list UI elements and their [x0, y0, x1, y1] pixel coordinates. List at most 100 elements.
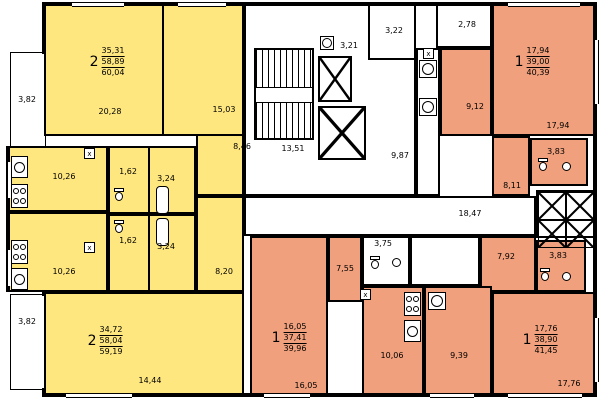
room-label: 9,39	[450, 351, 468, 360]
vent-mark: x	[84, 148, 95, 159]
garbage-chute-icon	[320, 36, 334, 50]
room-count: 2	[87, 333, 97, 349]
toilet-icon	[540, 268, 550, 281]
room-label: 14,44	[138, 376, 162, 385]
washer-icon	[428, 292, 446, 310]
living-area: 17,76	[534, 324, 558, 333]
room-count: 1	[522, 332, 532, 348]
room-label: 3,24	[157, 242, 175, 251]
vent-shaft-block	[536, 190, 596, 248]
vent-cell	[538, 220, 566, 248]
room-label: 15,03	[212, 105, 236, 114]
window	[594, 40, 599, 104]
room-kitchen-top-right	[440, 48, 492, 136]
toilet-icon	[370, 256, 380, 269]
vent-cell	[566, 192, 594, 220]
apartment-stamp-top-left: 2 35,31 58,89 60,04	[90, 46, 125, 78]
window	[66, 393, 132, 398]
wall-left-lower-b	[42, 388, 46, 397]
vent-mark: x	[84, 242, 95, 253]
bath-divider	[148, 216, 150, 290]
room-label: 3,83	[547, 147, 565, 156]
washer-icon	[419, 60, 437, 78]
elevator-x-icon	[320, 58, 350, 100]
area-figures: 17,94 39,00 40,39	[526, 46, 550, 78]
wall-top-right	[416, 2, 597, 6]
elevator-shaft-large	[318, 106, 366, 160]
apartment-stamp-bottom-left: 2 34,72 58,04 59,19	[88, 325, 123, 357]
washbasin-icon	[392, 258, 401, 267]
room-label: 18,47	[458, 209, 482, 218]
area-figures: 16,05 37,41 39,96	[283, 322, 307, 354]
stove-icon	[404, 292, 421, 316]
apartment-stamp-bottom-mid: 1 16,05 37,41 39,96	[272, 322, 307, 354]
reduced-area: 39,96	[283, 343, 307, 353]
total-area: 58,89	[101, 56, 125, 66]
room-bedroom-top-left	[162, 4, 244, 136]
room-label: 17,76	[557, 379, 581, 388]
total-area: 37,41	[283, 332, 307, 342]
room-label: 3,83	[549, 251, 567, 260]
window	[264, 393, 310, 398]
window	[508, 393, 582, 398]
room-hall-bottom-left	[196, 196, 244, 292]
toilet-icon	[538, 158, 548, 171]
room-count: 1	[271, 330, 281, 346]
room-count: 1	[514, 54, 524, 70]
room-label: 3,75	[374, 239, 392, 248]
entry-bottom-right	[410, 236, 480, 286]
stove-icon	[11, 184, 28, 208]
vent-mark: x	[423, 48, 434, 59]
balcony-bottom-left	[10, 294, 46, 390]
living-area: 16,05	[283, 322, 307, 331]
area-figures: 17,76 38,90 41,45	[534, 324, 558, 356]
reduced-area: 59,19	[99, 346, 123, 356]
wall-left-kitchens	[6, 146, 10, 292]
vent-x-icon	[539, 193, 565, 219]
reduced-area: 40,39	[526, 67, 550, 77]
balcony-top-left	[10, 52, 46, 148]
room-bath-bottom-mid	[362, 236, 410, 286]
room-label: 3,82	[18, 95, 36, 104]
apartment-stamp-bottom-right: 1 17,76 38,90 41,45	[523, 324, 558, 356]
living-area: 35,31	[101, 46, 125, 55]
room-label: 8,46	[233, 142, 251, 151]
area-figures: 35,31 58,89 60,04	[101, 46, 125, 78]
elevator-shaft-small	[318, 56, 352, 102]
staircase	[254, 48, 314, 140]
room-hall-bottom-mid	[328, 236, 362, 302]
wall-bottom-mid	[246, 393, 496, 397]
room-label: 8,11	[503, 181, 521, 190]
room-label: 3,24	[157, 174, 175, 183]
bathtub-icon	[156, 218, 169, 246]
toilet-icon	[114, 188, 124, 201]
washer-icon	[419, 98, 437, 116]
room-label: 3,82	[18, 317, 36, 326]
area-figures: 34,72 58,04 59,19	[99, 325, 123, 357]
room-label: 9,12	[466, 102, 484, 111]
window	[178, 2, 226, 7]
sink-icon	[11, 268, 28, 290]
room-living-bottom-mid	[250, 236, 328, 396]
bath-cluster-top-left	[108, 146, 196, 214]
room-label: 13,51	[281, 144, 305, 153]
window	[594, 318, 599, 382]
window	[430, 393, 474, 398]
room-hall-top-left	[196, 134, 244, 196]
wall-bottom-left	[44, 393, 246, 397]
wall-top-core	[244, 2, 418, 5]
bath-divider	[148, 148, 150, 212]
wall-left-upper	[42, 2, 46, 54]
vent-x-icon	[567, 221, 593, 247]
vent-x-icon	[567, 193, 593, 219]
window	[508, 2, 580, 7]
room-label: 1,62	[119, 236, 137, 245]
washbasin-icon	[562, 162, 571, 171]
reduced-area: 60,04	[101, 67, 125, 77]
vent-x-icon	[539, 221, 565, 247]
room-living-top-right	[492, 4, 596, 136]
room-label: 2,78	[458, 20, 476, 29]
room-count: 2	[89, 54, 99, 70]
living-area: 34,72	[99, 325, 123, 334]
room-label: 17,94	[546, 121, 570, 130]
